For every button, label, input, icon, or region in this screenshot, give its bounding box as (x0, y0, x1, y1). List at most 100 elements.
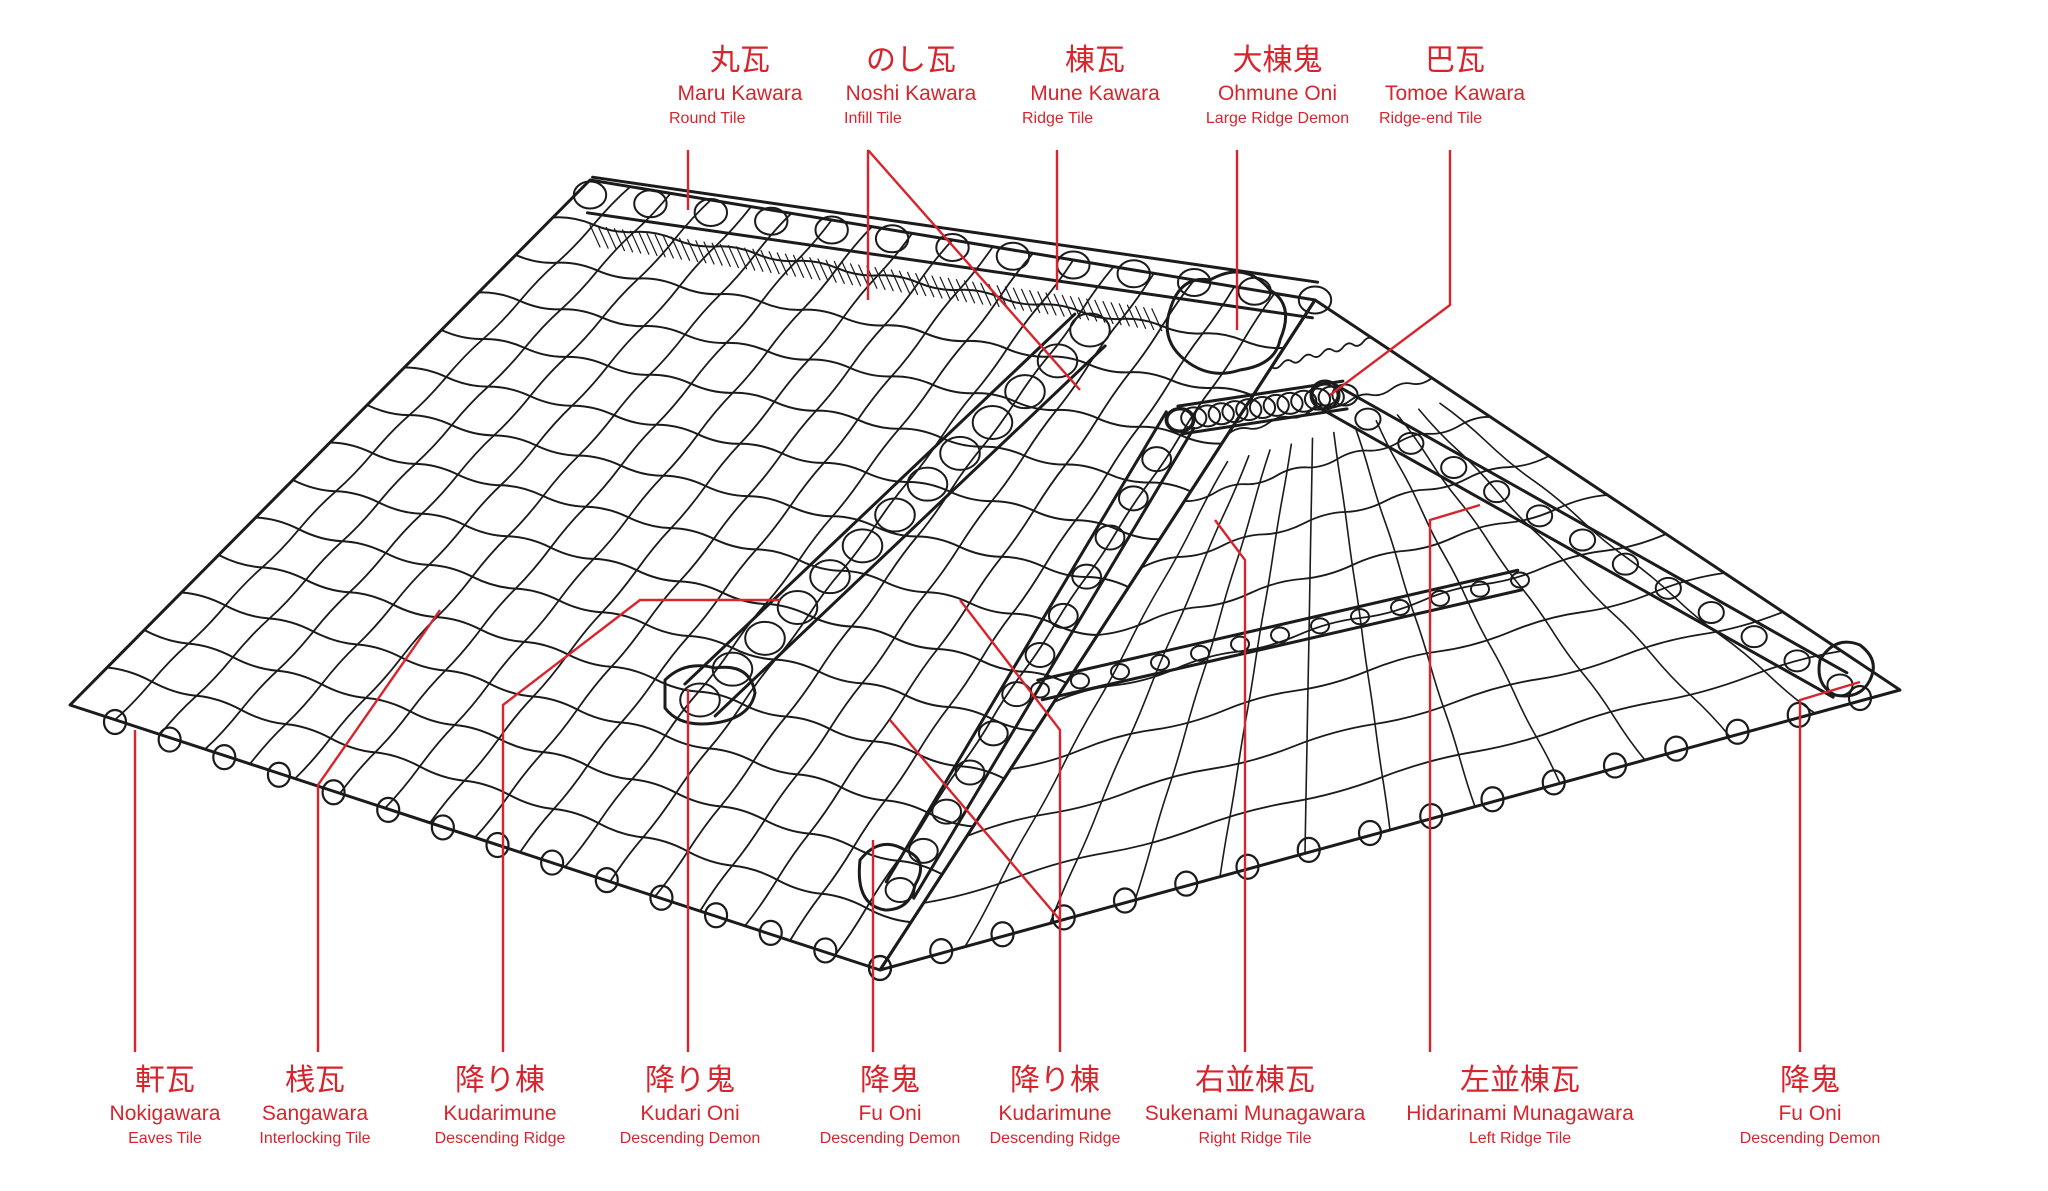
leader-line (866, 149, 1081, 391)
eaves-tile (703, 902, 729, 929)
main-ridge (585, 175, 1320, 320)
main-ridge-joint (1297, 285, 1333, 315)
noshi-infill-hatch (1134, 305, 1147, 329)
right-ridge-joint (1276, 391, 1304, 415)
label-nokigawara: 軒瓦 Nokigawara Eaves Tile (100, 1062, 230, 1150)
descending-ridge-center-joint (1047, 602, 1079, 629)
noshi-infill-hatch (638, 231, 650, 255)
tile-row-line (1227, 377, 1433, 435)
label-jp: 降り棟 (455, 1063, 545, 1098)
tile-column-line (609, 259, 1075, 883)
label-kudarimune-right: 降り棟 Kudarimune Descending Ridge (975, 1062, 1135, 1150)
label-en: Descending Demon (1739, 1130, 1881, 1147)
noshi-infill-hatch (719, 243, 731, 268)
fu-oni-demon-right (1817, 640, 1875, 698)
noshi-infill-hatch (784, 253, 797, 277)
noshi-infill-hatch (1077, 297, 1090, 321)
noshi-infill-hatch (1037, 291, 1049, 315)
descending-ridge-left-joint (939, 435, 981, 471)
tile-column-line (429, 232, 914, 824)
noshi-infill-hatch (744, 247, 756, 271)
descending-ridge-left-joint (971, 405, 1014, 440)
descending-ridge-center-joint (1141, 446, 1173, 473)
noshi-infill-hatch (727, 245, 740, 269)
leader-line (889, 599, 1062, 1052)
eaves-tile (649, 884, 674, 911)
label-jp: 降鬼 (1780, 1063, 1840, 1098)
eaves-tile (266, 761, 292, 788)
noshi-infill-hatch (776, 252, 788, 276)
descending-ridge-center-joint (931, 798, 963, 825)
tile-column-line (249, 205, 752, 765)
label-en: Round Tile (669, 110, 746, 127)
label-jp: 桟瓦 (285, 1063, 345, 1098)
label-romaji: Fu Oni (1778, 1102, 1842, 1125)
tile-column-line (384, 225, 873, 809)
eaves-tile (758, 919, 783, 946)
right-hip-ridge-joint (1568, 528, 1597, 552)
left-ridge-tile (1036, 568, 1524, 702)
label-en: Ridge-end Tile (1379, 110, 1483, 127)
tile-column-line (204, 199, 712, 751)
main-ridge-joint (935, 233, 970, 262)
label-mune-kawara: 棟瓦 Mune Kawara Ridge Tile (1020, 42, 1170, 130)
left-roof-plane (68, 178, 1317, 972)
label-jp: 左並棟瓦 (1460, 1063, 1580, 1098)
eaves-tile (157, 726, 182, 753)
noshi-infill-hatch (801, 255, 813, 280)
label-jp: 棟瓦 (1065, 43, 1125, 78)
eaves-tile (1664, 735, 1689, 762)
noshi-infill-hatch (955, 279, 968, 303)
noshi-infill-hatch (605, 226, 617, 251)
main-ridge-joint (1056, 250, 1091, 280)
noshi-infill-hatch (841, 262, 854, 286)
tile-column-line (744, 279, 1196, 927)
noshi-infill-hatch (972, 281, 984, 305)
main-ridge-joint (1176, 268, 1212, 297)
label-en: Descending Demon (619, 1130, 761, 1147)
ohmune-oni-demon (1165, 270, 1288, 375)
tile-column-line (1049, 455, 1250, 925)
tile-column-line (1439, 402, 1816, 715)
noshi-infill-hatch (630, 230, 642, 254)
tile-column-line (654, 265, 1115, 898)
main-ridge-joint (814, 215, 849, 245)
right-ridge-joint (1262, 393, 1290, 417)
tile-column-line (699, 272, 1155, 912)
descending-ridge-left (683, 312, 1107, 718)
eaves-tile (1602, 752, 1628, 779)
tile-column-line (114, 185, 632, 721)
noshi-infill-hatch (906, 271, 919, 295)
noshi-infill-hatch (662, 235, 674, 259)
right-hip-ridge-joint (1483, 480, 1511, 504)
eaves-tile (485, 831, 510, 859)
tile-column-line (564, 252, 1034, 868)
label-jp: 降鬼 (860, 1063, 920, 1098)
noshi-infill-hatch (678, 237, 691, 261)
label-en: Interlocking Tile (259, 1130, 371, 1147)
noshi-infill-hatch (898, 270, 911, 294)
noshi-infill-hatch (695, 240, 707, 264)
label-en: Eaves Tile (128, 1130, 202, 1147)
eaves-tile (1847, 684, 1873, 712)
tile-column-line (1219, 443, 1293, 878)
noshi-infill-hatch (613, 228, 626, 252)
descending-ridge-left-joint (776, 590, 819, 625)
main-ridge-joint (754, 206, 789, 236)
eaves-tile (1051, 904, 1076, 931)
noshi-infill-hatch (1143, 306, 1155, 331)
label-en: Descending Ridge (434, 1130, 566, 1147)
noshi-infill-hatch (947, 277, 959, 302)
eaves-tile (540, 849, 565, 876)
descending-ridge-left-joint (679, 682, 721, 718)
noshi-infill-hatch (597, 225, 609, 249)
right-ridge-joint (1248, 396, 1277, 419)
noshi-infill-hatch (1110, 302, 1122, 326)
label-maru-kawara: 丸瓦 Maru Kawara Round Tile (665, 42, 815, 130)
descending-ridge-left-joint (1036, 343, 1079, 379)
tile-column-line (474, 239, 954, 839)
main-ridge-joint (633, 189, 668, 219)
label-jp: 軒瓦 (135, 1063, 195, 1098)
noshi-infill-hatch (809, 257, 821, 281)
